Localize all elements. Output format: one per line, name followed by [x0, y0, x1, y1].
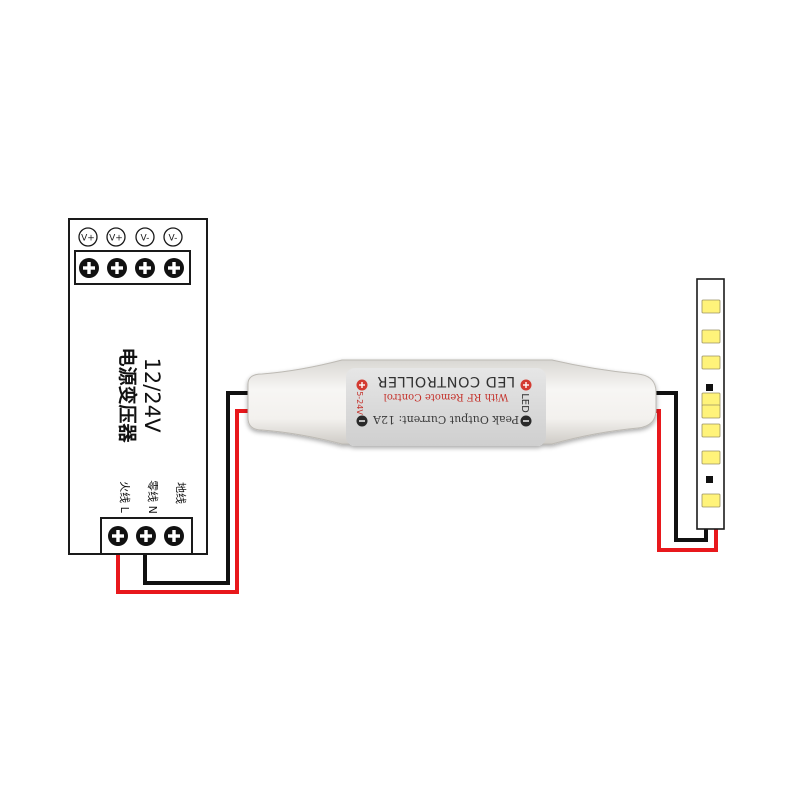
screw-terminal-icon — [107, 258, 127, 278]
led-chip — [701, 329, 721, 344]
power-supply-name: 电源变压器 — [116, 347, 139, 443]
input-label-live: 火线 L — [118, 481, 132, 513]
controller-title: LED CONTROLLER — [377, 373, 515, 389]
led-chips — [701, 299, 721, 508]
controller-subtitle: With RF Remote Control — [384, 391, 509, 402]
wire-black-controller-to-strip — [648, 391, 708, 542]
controller-label-panel — [346, 368, 546, 446]
screw-terminal-icon — [79, 258, 99, 278]
input-label-neutral: 零线 N — [146, 480, 160, 514]
output-terminal-labels: V+ V+ V- V- — [78, 227, 183, 247]
wire-red-psu-to-controller — [116, 409, 258, 594]
led-chip — [701, 404, 721, 419]
connector-icon — [706, 476, 713, 483]
terminal-label-2: V+ — [109, 234, 123, 244]
cut-mark-icon — [706, 384, 713, 391]
input-port-label: 5-24V — [355, 379, 368, 427]
led-strip — [696, 278, 725, 530]
screw-terminal-icon — [164, 526, 184, 546]
input-label-ground: 地线 — [174, 482, 188, 504]
controller-output-label: LED — [519, 393, 530, 413]
led-chip — [701, 450, 721, 465]
led-controller: Peak Output Current: 12A With RF Remote … — [247, 359, 657, 446]
power-supply-voltage: 12/24V — [140, 358, 164, 434]
terminal-label-3: V- — [141, 234, 150, 244]
led-chip — [701, 493, 721, 508]
led-chip — [701, 355, 721, 370]
wire-black-psu-to-controller — [143, 391, 258, 585]
input-terminal-block — [100, 517, 193, 555]
led-chip — [701, 299, 721, 314]
led-chip — [701, 423, 721, 438]
screw-terminal-icon — [164, 258, 184, 278]
led-chip — [701, 392, 721, 407]
screw-terminal-icon — [108, 526, 128, 546]
terminal-label-1: V+ — [81, 234, 95, 244]
controller-current: Peak Output Current: 12A — [372, 413, 519, 426]
controller-label-content: Peak Output Current: 12A With RF Remote … — [355, 373, 532, 427]
screw-terminal-icon — [136, 526, 156, 546]
output-port-label: LED — [519, 379, 532, 427]
output-terminal-block — [74, 250, 191, 285]
controller-input-label: 5-24V — [355, 391, 364, 415]
screw-terminal-icon — [135, 258, 155, 278]
terminal-label-4: V- — [169, 234, 178, 244]
power-supply: V+ V+ V- V- — [68, 218, 208, 555]
